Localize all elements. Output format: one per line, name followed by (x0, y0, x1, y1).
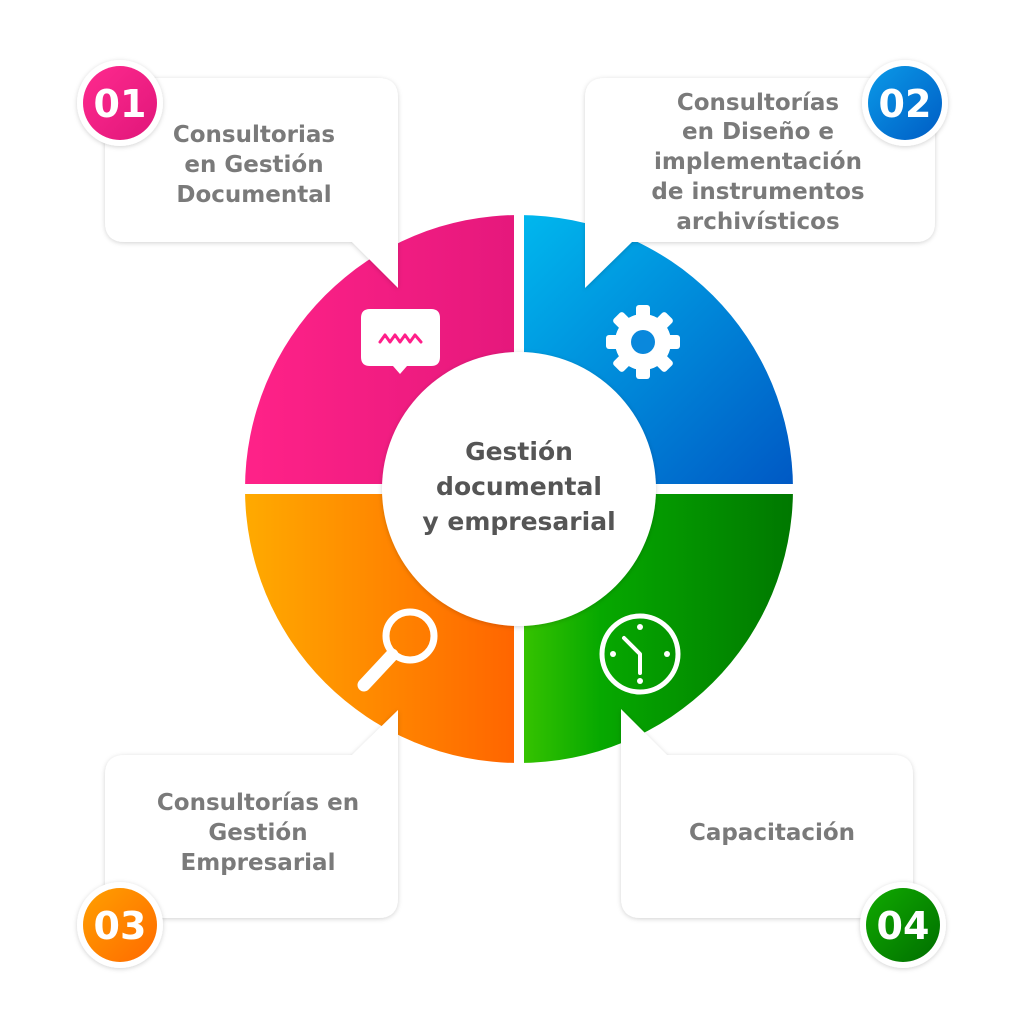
badge-02: 02 (862, 60, 948, 146)
svg-text:04: 04 (877, 904, 930, 948)
center-title-line: Gestión (465, 437, 573, 466)
item-04-label: Capacitación (689, 820, 855, 846)
callout-01 (105, 78, 398, 288)
badge-04: 04 (860, 882, 946, 968)
item-02-label: implementación (654, 149, 862, 175)
magnifier-icon (357, 608, 438, 692)
item-03-label: Empresarial (181, 850, 336, 876)
item-02-label: en Diseño e (682, 119, 834, 145)
item-01-label: en Gestión (184, 152, 323, 178)
item-02-label: Consultorías (677, 90, 839, 116)
badge-03: 03 (77, 882, 163, 968)
clock-icon (599, 613, 681, 695)
center-circle (382, 352, 656, 626)
badge-01: 01 (77, 60, 163, 146)
svg-text:01: 01 (94, 82, 147, 126)
item-01-label: Documental (176, 182, 331, 208)
item-01-label: Consultorias (173, 122, 335, 148)
callout-02 (585, 78, 935, 288)
item-03-label: Consultorías en (157, 790, 359, 816)
callout-04 (621, 709, 913, 918)
svg-text:03: 03 (94, 904, 147, 948)
item-02-label: archivísticos (676, 209, 839, 235)
svg-text:02: 02 (879, 82, 932, 126)
center-title-line: y empresarial (422, 507, 615, 536)
center-title-line: documental (436, 472, 602, 501)
chat-bubble-icon (361, 309, 440, 374)
callout-03 (105, 710, 398, 918)
gear-icon (606, 305, 680, 379)
item-03-label: Gestión (208, 820, 307, 846)
item-02-label: de instrumentos (651, 179, 864, 205)
